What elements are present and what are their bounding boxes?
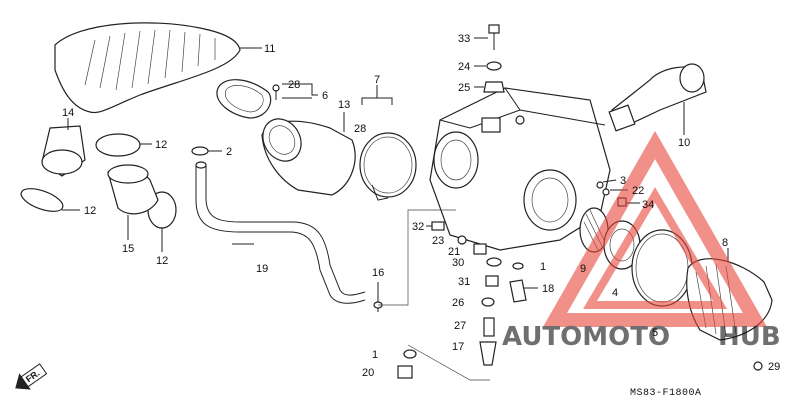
callout-label: 1	[540, 261, 546, 273]
callout-label: 19	[256, 263, 268, 275]
callout-label: 24	[458, 61, 470, 73]
callout-label: 16	[372, 267, 384, 279]
callout-label: 3	[620, 175, 626, 187]
callout-label: 11	[264, 43, 275, 55]
callout-label: 2	[226, 146, 232, 158]
callout-label: 4	[612, 287, 618, 299]
callout-label: 12	[84, 205, 96, 217]
part-6-gasket	[216, 79, 318, 119]
part-24-washer	[474, 61, 502, 71]
callout-label: 1	[372, 349, 378, 361]
part-23-screw	[457, 235, 467, 245]
part-27-drain-tube	[483, 317, 495, 337]
part-14-throat	[41, 118, 86, 177]
callout-label: 22	[632, 185, 644, 197]
part-25-nut	[474, 81, 505, 93]
part-32-bolt	[426, 221, 445, 231]
part-21-nut	[473, 243, 487, 255]
callout-label: 20	[362, 367, 374, 379]
callout-label: 32	[412, 221, 424, 233]
part-12-clamp-left	[20, 188, 80, 212]
part-2-clip	[191, 146, 222, 156]
part-30-clip	[486, 257, 502, 267]
part-29-screw	[753, 361, 763, 371]
drawing-code: MS83-F1800A	[630, 388, 702, 399]
part-1-clip-upper	[512, 262, 524, 270]
callout-label: 28	[354, 123, 366, 135]
part-26-clamp	[481, 297, 495, 307]
part-22-screw	[602, 188, 628, 196]
callout-label: 17	[452, 341, 464, 353]
callout-label: 5	[652, 327, 658, 339]
part-10-snorkel	[608, 63, 707, 135]
air-box-housing	[429, 87, 611, 251]
part-33-bolt	[474, 24, 500, 50]
callout-label: 28	[288, 79, 300, 91]
part-13-intake-boot	[261, 112, 356, 196]
callout-label: 13	[338, 99, 350, 111]
part-3-grommet	[596, 179, 617, 189]
callout-label: 9	[580, 263, 586, 275]
callout-label: 10	[678, 137, 690, 149]
part-20-cap	[397, 365, 413, 379]
callout-label: 14	[62, 107, 74, 119]
callout-label: 7	[374, 74, 380, 86]
callout-label: 26	[452, 297, 464, 309]
callout-label: 8	[722, 237, 728, 249]
part-16-drain-plug	[373, 209, 456, 312]
callout-label: 21	[448, 246, 460, 258]
part-11-cover	[54, 22, 262, 114]
callout-label: 12	[155, 139, 167, 151]
callout-label: 31	[458, 276, 470, 288]
callout-label: 27	[454, 320, 466, 332]
callout-label: 12	[156, 255, 168, 267]
front-direction-indicator: FR.	[15, 363, 48, 390]
callout-label: 15	[122, 243, 134, 255]
part-7-band-clamp	[359, 85, 417, 201]
part-1-clip-lower	[403, 349, 417, 359]
callout-label: 23	[432, 235, 444, 247]
callout-label: 18	[542, 283, 554, 295]
callout-label: 30	[452, 257, 464, 269]
watermark-text-automoto: AUTOMOTO	[502, 322, 670, 352]
part-31-tube	[485, 275, 499, 287]
part-18-tube	[509, 279, 538, 303]
part-15-tube	[107, 164, 159, 240]
part-19-hose	[195, 161, 366, 304]
watermark-text-hub: HUB	[718, 322, 781, 352]
callout-label: 25	[458, 82, 470, 94]
part-17-plug	[407, 341, 497, 381]
callout-label: 6	[322, 90, 328, 102]
callout-label: 29	[768, 361, 780, 373]
part-12-clamp-upper	[95, 133, 152, 157]
callout-label: 34	[642, 199, 654, 211]
watermark-logo: AUTOMOTO HUB	[502, 130, 781, 352]
callout-label: 33	[458, 33, 470, 45]
